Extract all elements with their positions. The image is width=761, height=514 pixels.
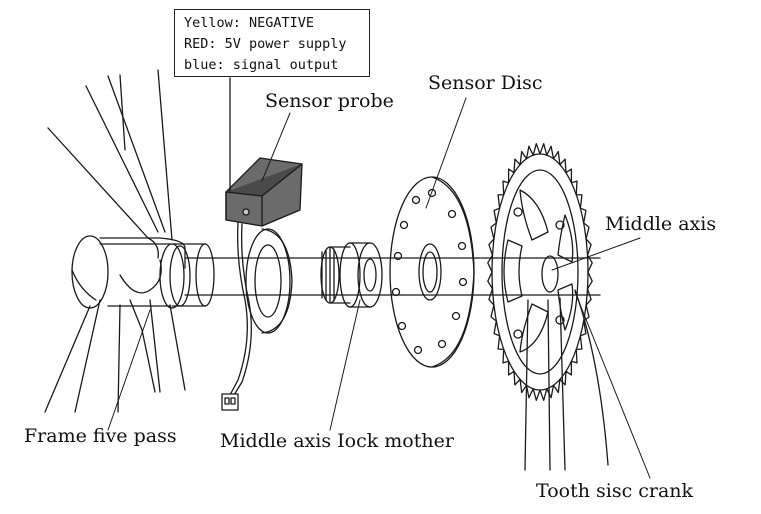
label-frame-five-pass: Frame five pass <box>24 425 177 447</box>
legend-line-red: RED: 5V power supply <box>184 36 347 52</box>
chainring-crank <box>487 143 609 471</box>
sensor-ring <box>245 228 293 334</box>
label-tooth-sisc-crank: Tooth sisc crank <box>536 480 694 502</box>
label-sensor-probe: Sensor probe <box>265 90 394 112</box>
frame-five-pass <box>44 69 215 413</box>
label-sensor-disc: Sensor Disc <box>428 72 543 94</box>
legend-line-blue: blue: signal output <box>184 57 339 73</box>
label-middle-axis-lock-mother: Middle axis Iock mother <box>220 430 454 452</box>
sensor-probe <box>221 77 303 411</box>
lock-nut <box>320 242 383 308</box>
middle-axis <box>184 255 601 296</box>
legend-line-yellow: Yellow: NEGATIVE <box>184 15 315 31</box>
leader-lines <box>107 97 651 479</box>
sensor-disc <box>389 176 475 368</box>
label-middle-axis: Middle axis <box>605 213 717 235</box>
wire-legend-box: Yellow: NEGATIVE RED: 5V power supply bl… <box>174 9 370 77</box>
